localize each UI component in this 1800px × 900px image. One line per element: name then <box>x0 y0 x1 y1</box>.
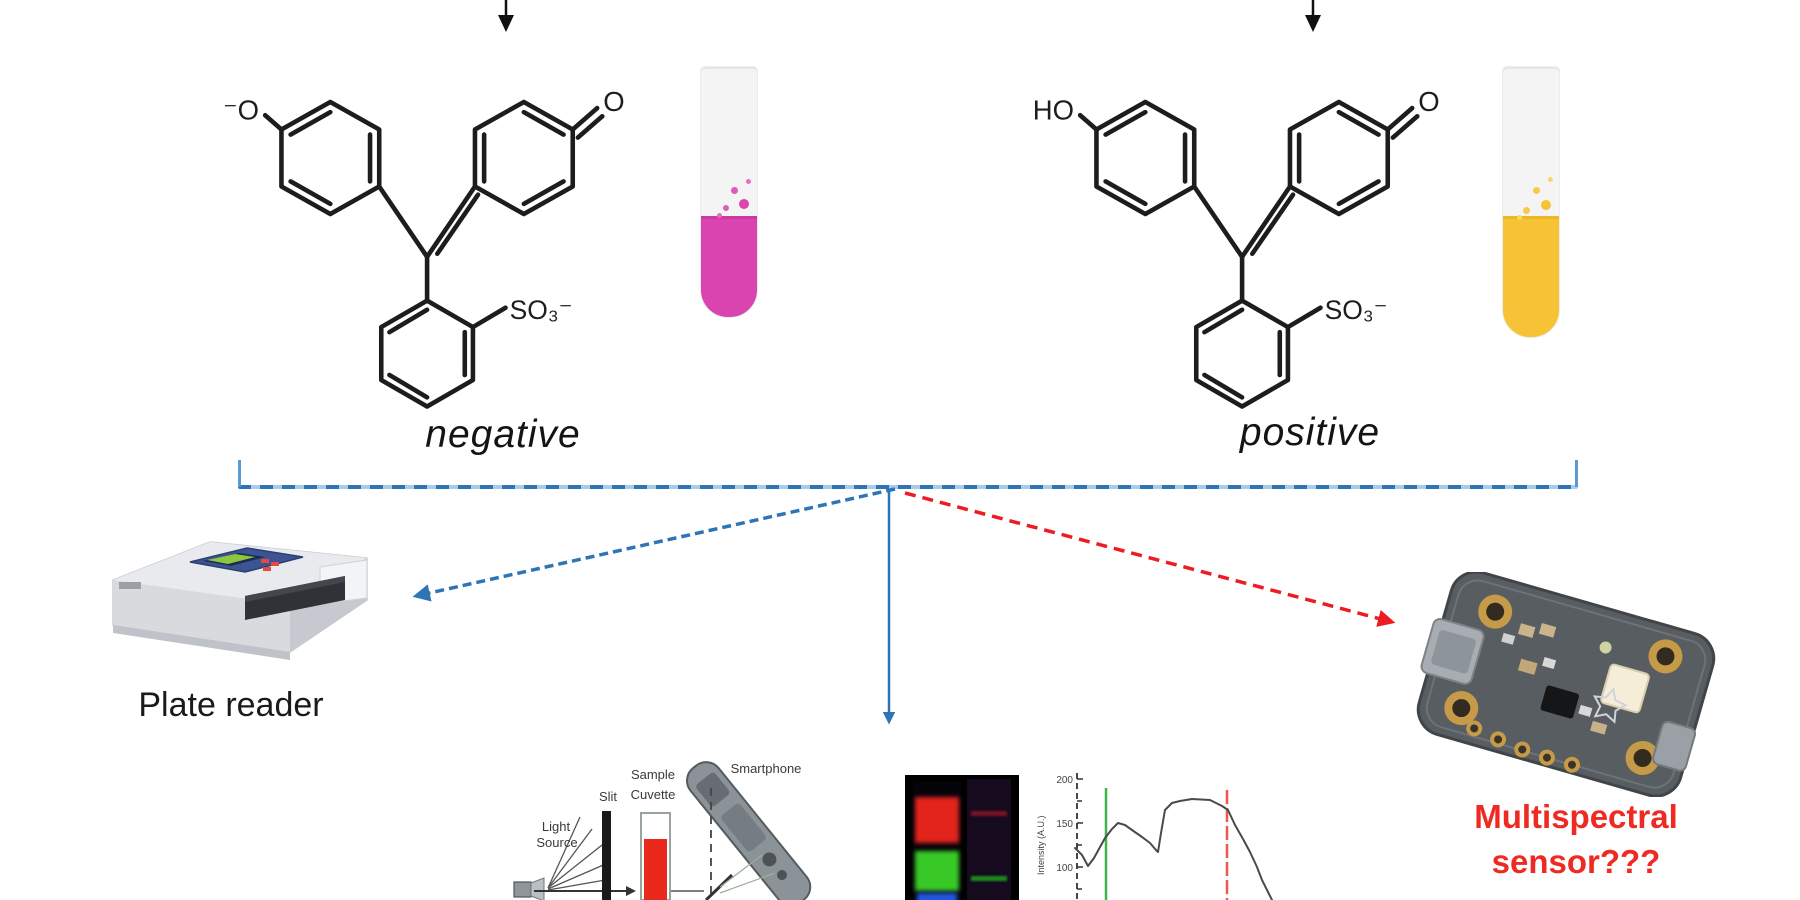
ytick-150: 150 <box>1056 819 1073 830</box>
multispectral-label-line1: Multispectral <box>1474 798 1678 835</box>
test-tube-negative <box>700 66 758 318</box>
bubble <box>731 187 738 194</box>
ketone-label: O <box>1418 86 1439 117</box>
bubble <box>739 199 749 209</box>
green-band <box>915 851 959 891</box>
light-source-label-1: Light <box>542 819 571 834</box>
light-source-label-2: Source <box>536 835 577 850</box>
down-arrow-icon <box>1305 0 1321 32</box>
smartphone-spectrometer-image: Light Source Slit Sample Cuvette Smartph… <box>513 761 812 900</box>
faint-green-line <box>971 876 1007 881</box>
sample-cuvette-label-2: Cuvette <box>631 787 676 802</box>
bubble <box>1548 177 1553 182</box>
arrow-to-plate-reader <box>412 487 896 602</box>
intensity-curve <box>1074 798 1273 900</box>
smartphone-body <box>686 761 812 900</box>
smartphone-label: Smartphone <box>731 761 802 776</box>
pin-holes <box>1466 720 1580 773</box>
spectra-photo <box>905 775 1019 900</box>
red-band <box>915 797 959 843</box>
bubble <box>1517 215 1522 220</box>
cuvette-liquid <box>644 839 667 900</box>
yellow-liquid <box>1503 216 1559 337</box>
bubble <box>1541 200 1551 210</box>
y-axis-label: Intensity (A.U.) <box>1036 815 1046 875</box>
multispectral-sensor-image <box>1416 572 1716 797</box>
faint-red-line <box>971 811 1007 816</box>
hydroxyl-label: HO <box>1033 94 1074 125</box>
down-arrow-icon <box>498 0 514 32</box>
magenta-liquid <box>701 216 757 317</box>
plate-reader-label: Plate reader <box>138 686 324 724</box>
negative-label: negative <box>425 413 581 456</box>
bracket-line <box>238 485 1578 489</box>
arrow-to-multispectral <box>904 491 1396 627</box>
spectrum-strip-bright <box>913 781 961 900</box>
phenol-red-structure-positive: HO O SO₃⁻ <box>1033 86 1440 409</box>
sample-cuvette-label-1: Sample <box>631 767 675 782</box>
plate-reader-image <box>112 541 368 660</box>
bubble <box>1523 207 1530 214</box>
blue-band <box>917 893 957 900</box>
test-tube-positive <box>1502 66 1560 338</box>
mount-holes <box>1444 594 1683 775</box>
bracket-left-tick <box>238 460 241 487</box>
light-rays <box>547 816 612 891</box>
multispectral-sensor-label: Multispectral sensor??? <box>1406 795 1746 884</box>
slit-label: Slit <box>599 789 617 804</box>
positive-label: positive <box>1239 411 1381 454</box>
sulfonate-label: SO₃⁻ <box>510 295 573 325</box>
bubble <box>717 213 722 218</box>
phenol-red-structure-negative: ⁻O O SO₃⁻ <box>223 86 625 409</box>
ketone-label: O <box>603 86 624 117</box>
sulfonate-label: SO₃⁻ <box>1325 295 1388 325</box>
bubble <box>1533 187 1540 194</box>
sensor-chip <box>1540 685 1580 719</box>
spectrum-strip-dark <box>967 779 1011 900</box>
bubble <box>746 179 751 184</box>
intensity-graph: 200 150 100 Intensity (A.U.) <box>1036 773 1273 900</box>
multispectral-label-line2: sensor??? <box>1491 842 1661 880</box>
bubble <box>723 205 729 211</box>
ytick-100: 100 <box>1056 863 1073 874</box>
ytick-200: 200 <box>1056 775 1073 786</box>
hydroxyl-label: ⁻O <box>223 94 259 125</box>
bracket-right-tick <box>1575 460 1578 487</box>
slit-bar <box>602 811 611 900</box>
